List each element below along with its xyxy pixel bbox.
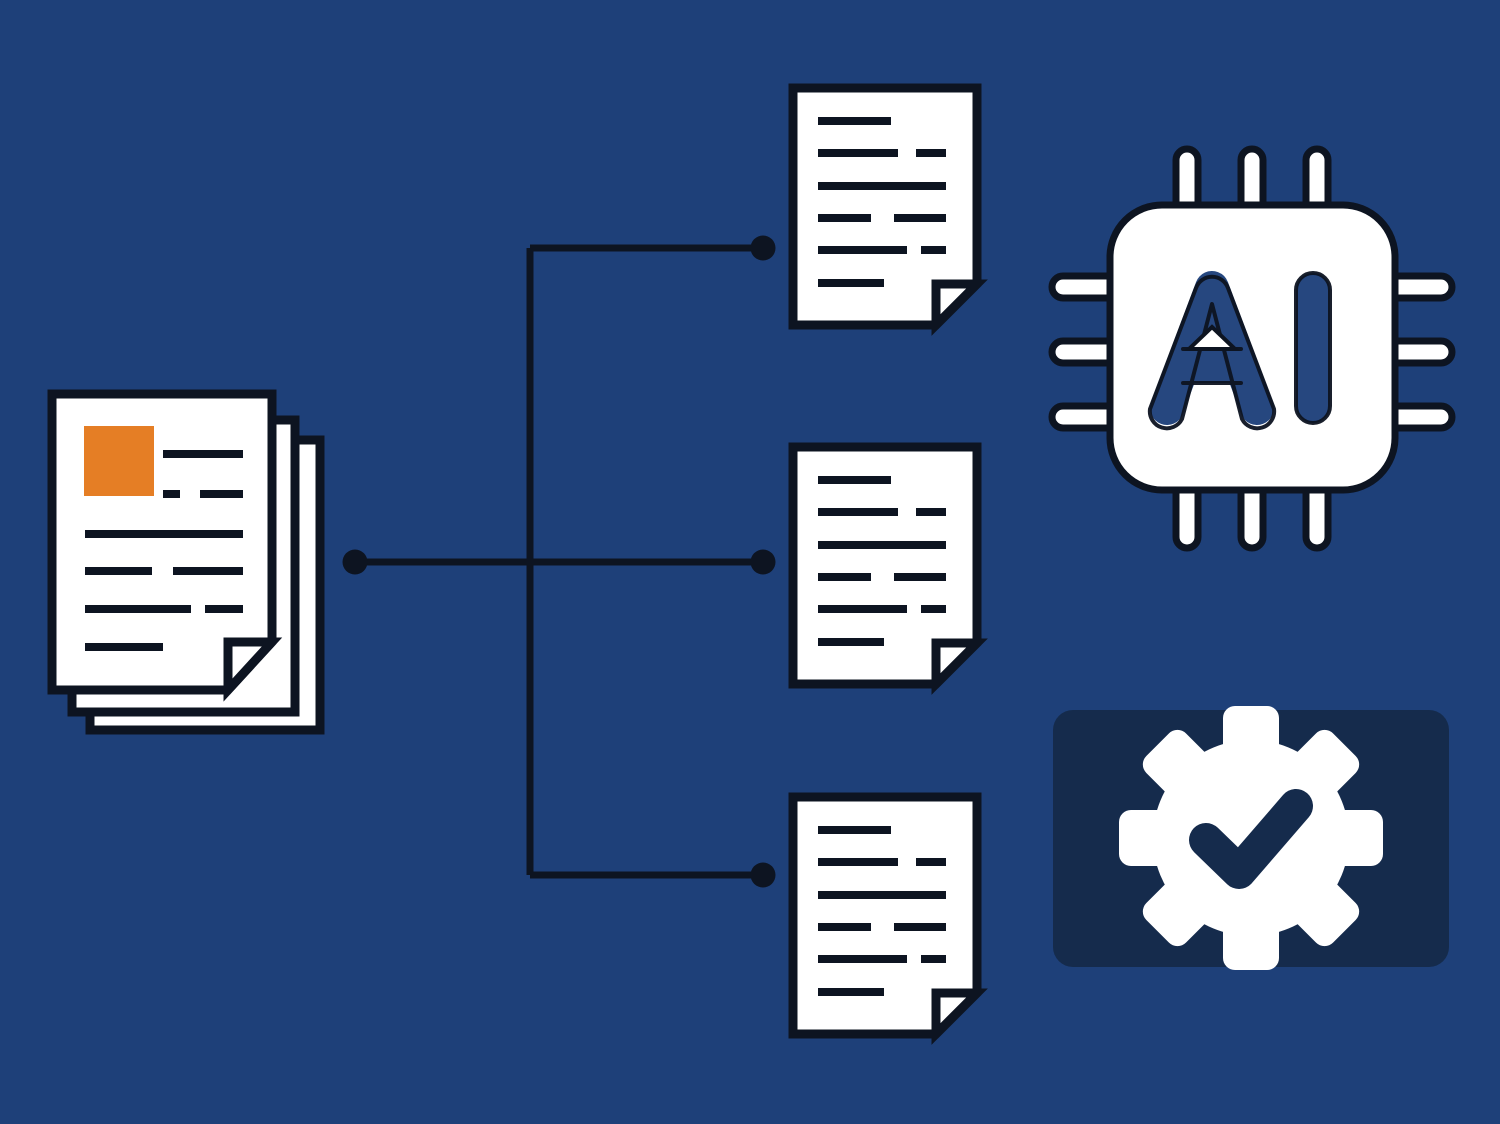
output-document-3-body <box>788 792 988 1045</box>
ai-chip-pins-left <box>1048 272 1118 432</box>
connector-nodes <box>342 235 776 888</box>
output-document-1-body <box>788 83 988 336</box>
output-document-2-body <box>788 442 988 695</box>
gear-checkmark <box>1189 789 1313 889</box>
output-document-3-text-lines <box>818 826 946 996</box>
stack-text-line-5b <box>205 605 243 613</box>
gear-check-icon <box>1119 706 1383 970</box>
ai-chip-pins-top <box>1172 145 1332 214</box>
output-document-1-text-lines <box>818 117 946 287</box>
stack-front-fold <box>223 637 283 702</box>
branching-connector <box>355 244 763 879</box>
stack-text-line-1 <box>163 450 243 458</box>
stack-text-line-2a <box>163 490 180 498</box>
stack-text-line-4a <box>85 567 152 575</box>
output-document-2-fold <box>931 638 988 695</box>
stack-text-lines <box>85 450 243 651</box>
ai-chip-label <box>1150 271 1330 425</box>
stack-text-line-6 <box>85 643 163 651</box>
output-document-1-fold <box>931 279 988 336</box>
stack-text-line-2b <box>200 490 243 498</box>
connector-node-source <box>342 549 368 575</box>
connector-node-bottom <box>750 862 776 888</box>
connector-node-middle <box>750 549 776 575</box>
stack-text-line-4b <box>173 567 243 575</box>
output-document-2-text-lines <box>818 476 946 646</box>
ai-chip-pins-right <box>1386 272 1456 432</box>
stack-text-line-5a <box>85 605 191 613</box>
connector-node-top <box>750 235 776 261</box>
stack-text-line-3 <box>85 530 243 538</box>
output-document-3-fold <box>931 988 988 1045</box>
orange-image-placeholder <box>84 426 154 496</box>
ai-chip-pins-bottom <box>1172 482 1332 552</box>
ai-chip-label-a-counter <box>1184 324 1240 351</box>
